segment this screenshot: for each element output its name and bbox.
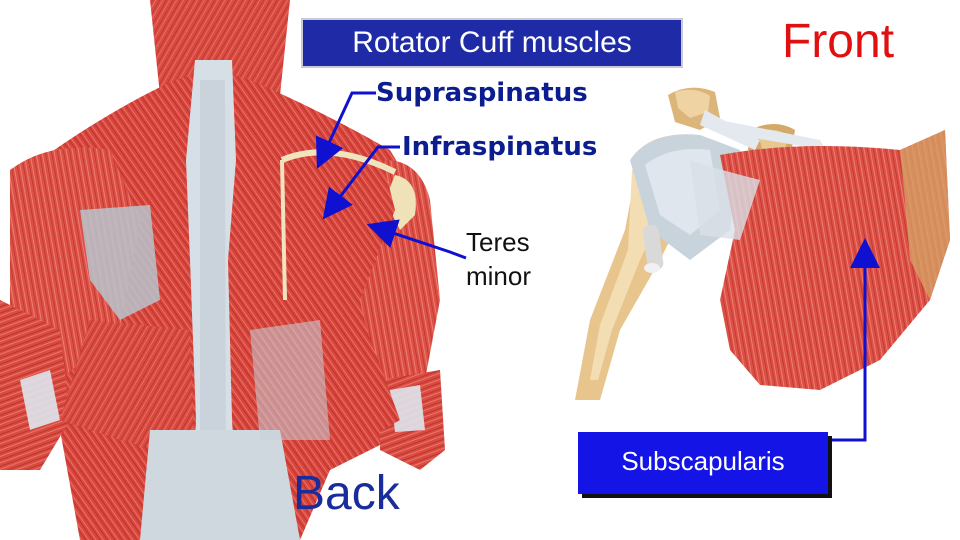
teres-minor-line2: minor: [466, 261, 532, 291]
diagram-title: Rotator Cuff muscles: [352, 26, 632, 59]
teres-minor-label: Teres minor: [466, 225, 531, 293]
supraspinatus-pointer: [315, 91, 376, 169]
back-view-label: Back: [293, 467, 400, 520]
teres-minor-line1: Teres: [466, 227, 530, 257]
supraspinatus-label: Supraspinatus: [376, 78, 588, 108]
teres-minor-pointer: [366, 219, 467, 260]
subscapularis-label: Subscapularis: [621, 445, 785, 476]
front-view-illustration: [575, 87, 950, 400]
infraspinatus-pointer: [322, 145, 400, 220]
pointer-lines: [315, 91, 880, 442]
front-view-label: Front: [782, 15, 895, 68]
title-box: Rotator Cuff muscles: [301, 18, 683, 68]
subscapularis-box: Subscapularis: [578, 432, 828, 494]
infraspinatus-label: Infraspinatus: [402, 132, 598, 162]
subscapularis-pointer: [828, 238, 880, 442]
